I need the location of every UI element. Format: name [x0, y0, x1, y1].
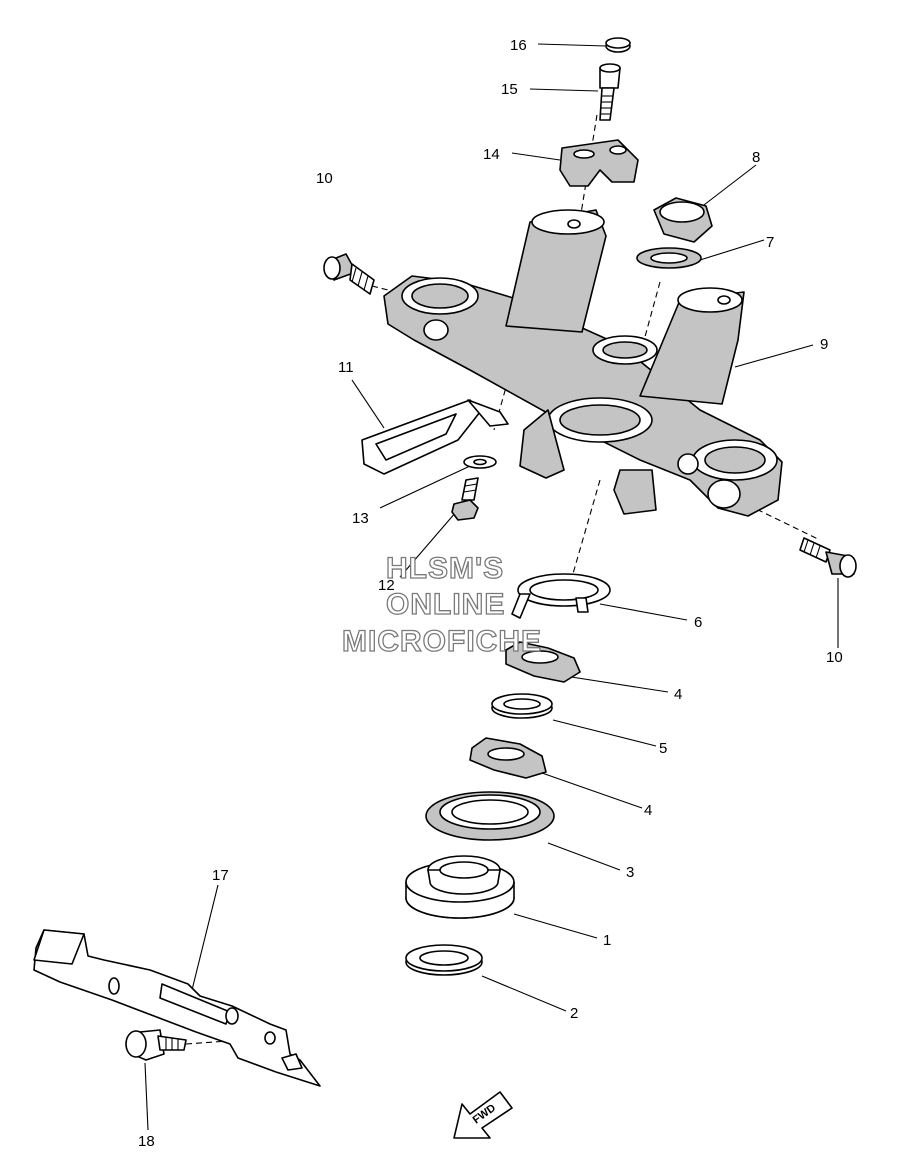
callout-2: 2 [570, 1005, 578, 1022]
part-4-ring-nut-lower [469, 737, 547, 779]
callout-16: 16 [510, 37, 527, 54]
watermark-line-2: ONLINE [386, 588, 505, 621]
part-18-bolt [125, 1029, 187, 1061]
watermark: HLSM'S ONLINE MICROFICHE [341, 551, 542, 658]
callout-3: 3 [626, 864, 634, 881]
part-9-upper-bracket [383, 209, 783, 517]
callout-7: 7 [766, 234, 774, 251]
callout-8: 8 [752, 149, 760, 166]
part-12-bolt [451, 477, 479, 521]
part-7-washer [636, 247, 702, 269]
part-2-washer [405, 944, 483, 976]
part-8-nut [653, 197, 713, 243]
watermark-line-1: HLSM'S [386, 552, 504, 585]
part-1-bearing [405, 855, 515, 919]
part-16-cap [605, 37, 631, 53]
callout-4-upper: 4 [674, 686, 682, 703]
callout-11: 11 [338, 359, 354, 376]
callout-9: 9 [820, 336, 828, 353]
callout-12: 12 [378, 577, 395, 594]
watermark-line-3: MICROFICHE [342, 625, 542, 658]
callout-13: 13 [352, 510, 369, 527]
callouts: 16 15 14 8 7 10 9 11 13 12 10 6 4 5 4 3 … [138, 37, 843, 1150]
callout-15: 15 [501, 81, 518, 98]
part-10-bolt-upper [323, 253, 375, 295]
leader-lines [144, 43, 839, 1131]
part-10-bolt-lower [799, 537, 857, 578]
callout-10-upper: 10 [316, 170, 333, 187]
part-14-handlebar-clamp [559, 139, 639, 187]
part-13-washer [463, 455, 497, 469]
part-6-lock-washer [511, 573, 611, 619]
part-4-ring-nut-upper [505, 641, 581, 683]
callout-6: 6 [694, 614, 702, 631]
part-5-washer [491, 693, 553, 719]
part-3-dust-seal [425, 791, 555, 841]
callout-1: 1 [603, 932, 611, 949]
callout-17: 17 [212, 867, 229, 884]
callout-10-lower: 10 [826, 649, 843, 666]
fwd-arrow-icon: FWD [453, 1091, 513, 1139]
callout-5: 5 [659, 740, 667, 757]
callout-14: 14 [483, 146, 500, 163]
part-15-bolt [599, 63, 621, 121]
part-17-stay [33, 929, 321, 1087]
callout-18: 18 [138, 1133, 155, 1150]
callout-4-lower: 4 [644, 802, 652, 819]
part-11-bracket [361, 399, 509, 475]
